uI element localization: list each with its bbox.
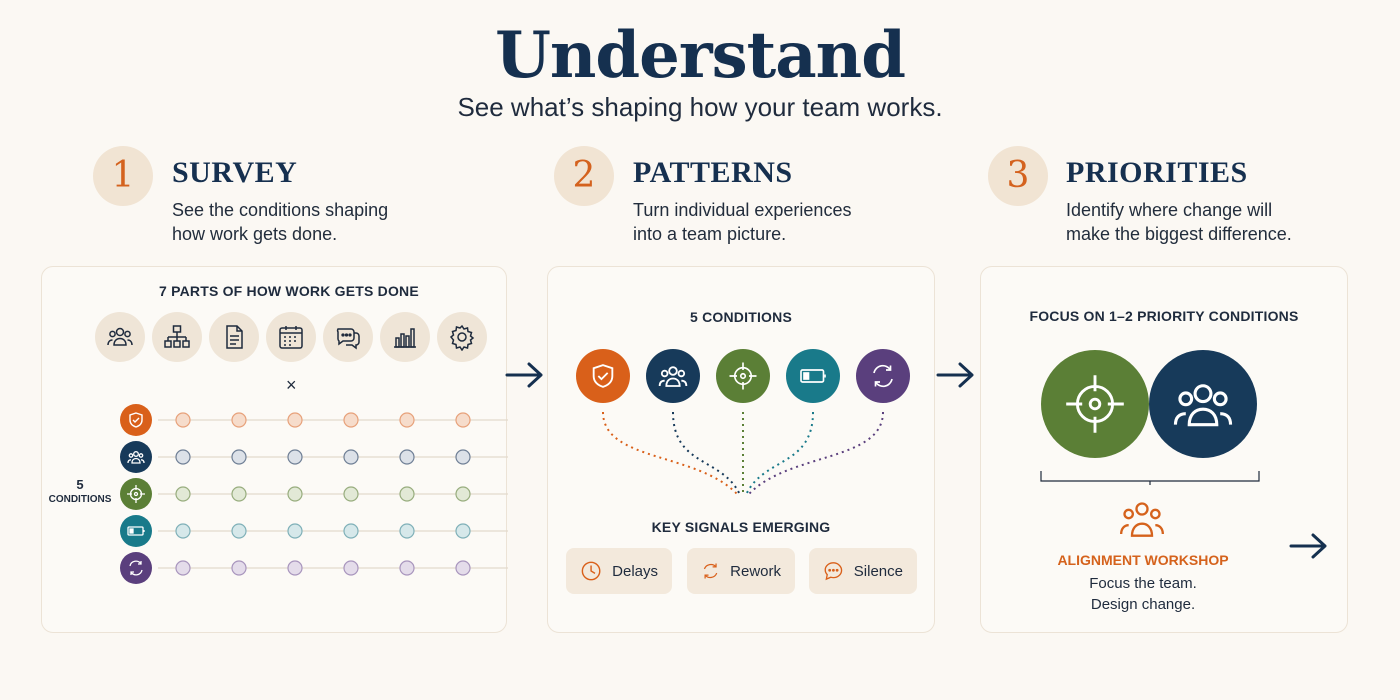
signal-label: Rework (730, 562, 781, 580)
target-icon (120, 478, 152, 510)
matrix-dot (175, 523, 191, 539)
patterns-panel-label: 5 CONDITIONS (690, 309, 792, 325)
condition-matrix (158, 412, 508, 576)
converging-lines (602, 411, 884, 496)
target-icon (716, 349, 770, 403)
step-3-description: Identify where change will make the bigg… (1066, 198, 1326, 246)
arrow-right-icon (505, 362, 543, 388)
target-icon (1041, 350, 1149, 458)
matrix-dot (287, 560, 303, 576)
matrix-dot (399, 560, 415, 576)
matrix-dot (287, 486, 303, 502)
matrix-dot (231, 486, 247, 502)
survey-panel-label: 7 PARTS OF HOW WORK GETS DONE (159, 283, 419, 299)
cycle-icon (120, 552, 152, 584)
step-1-description: See the conditions shaping how work gets… (172, 198, 432, 246)
matrix-dot (399, 449, 415, 465)
matrix-dot (175, 486, 191, 502)
document-icon (209, 312, 259, 362)
patterns-panel: 5 CONDITIONS KEY SIGNALS EMERGIN (547, 266, 935, 633)
battery-icon (786, 349, 840, 403)
priorities-panel: FOCUS ON 1–2 PRIORITY CONDITIONS ALIGNME… (980, 266, 1348, 633)
matrix-dot (455, 523, 471, 539)
matrix-dot (175, 560, 191, 576)
matrix-dot (343, 412, 359, 428)
step-2-number: 2 (554, 146, 614, 206)
arrow-right-icon (936, 362, 974, 388)
signal-silence: Silence (809, 548, 917, 594)
bracket (1040, 471, 1260, 485)
cycle-icon (856, 349, 910, 403)
matrix-dot (287, 523, 303, 539)
multiply-sign: × (286, 375, 297, 395)
matrix-dot (231, 449, 247, 465)
matrix-dot (343, 486, 359, 502)
matrix-dot (231, 560, 247, 576)
workshop-line: Focus the team. (1089, 575, 1197, 592)
signal-label: Silence (853, 562, 903, 580)
matrix-dot (231, 523, 247, 539)
page-title: Understand (495, 18, 906, 93)
matrix-dot (343, 560, 359, 576)
matrix-dot (399, 523, 415, 539)
step-2-desc-line: into a team picture. (633, 224, 787, 244)
team-icon (1149, 350, 1257, 458)
step-1-number: 1 (93, 146, 153, 206)
workshop-people-icon (1118, 499, 1166, 544)
signal-delays: Delays (566, 548, 672, 594)
speech-icon (824, 562, 843, 581)
conditions-side-label: CONDITIONS (48, 494, 112, 505)
org-chart-icon (152, 312, 202, 362)
matrix-dot (231, 412, 247, 428)
shield-icon (576, 349, 630, 403)
gear-icon (437, 312, 487, 362)
step-3-desc-line: Identify where change will (1066, 200, 1273, 220)
arrow-right-icon (1289, 533, 1327, 559)
step-1-desc-line: how work gets done. (172, 224, 338, 244)
step-2-desc-line: Turn individual experiences (633, 200, 852, 220)
workshop-title: ALIGNMENT WORKSHOP (1057, 552, 1229, 568)
team-icon (646, 349, 700, 403)
matrix-dot (343, 523, 359, 539)
step-3-number: 3 (988, 146, 1048, 206)
step-2-description: Turn individual experiences into a team … (633, 198, 893, 246)
bar-chart-icon (380, 312, 430, 362)
workshop-line: Design change. (1090, 596, 1196, 613)
step-3-desc-line: make the biggest difference. (1066, 224, 1292, 244)
clock-icon (581, 561, 601, 581)
matrix-dot (399, 486, 415, 502)
matrix-dot (455, 486, 471, 502)
survey-panel: 7 PARTS OF HOW WORK GETS DONE (41, 266, 508, 633)
workshop-description: Focus the team. Design change. (981, 573, 1305, 615)
matrix-dot (455, 560, 471, 576)
step-1-desc-line: See the conditions shaping (172, 200, 389, 220)
matrix-dot (175, 449, 191, 465)
battery-icon (120, 515, 152, 547)
matrix-dot (175, 412, 191, 428)
matrix-dot (343, 449, 359, 465)
conditions-count: 5 (76, 477, 84, 492)
matrix-dot (287, 449, 303, 465)
signal-rework: Rework (687, 548, 795, 594)
signals-label: KEY SIGNALS EMERGING (651, 519, 831, 535)
step-2-title: PATTERNS (633, 156, 793, 189)
step-3-title: PRIORITIES (1066, 156, 1248, 189)
signal-label: Delays (612, 562, 658, 580)
team-icon (120, 441, 152, 473)
chat-icon (323, 312, 373, 362)
matrix-dot (455, 449, 471, 465)
step-1-title: SURVEY (172, 156, 298, 189)
shield-icon (120, 404, 152, 436)
matrix-dot (399, 412, 415, 428)
priorities-panel-label: FOCUS ON 1–2 PRIORITY CONDITIONS (1029, 308, 1299, 324)
page-subtitle: See what’s shaping how your team works. (457, 92, 943, 122)
matrix-dot (287, 412, 303, 428)
people-icon (95, 312, 145, 362)
matrix-dot (455, 412, 471, 428)
calendar-icon (266, 312, 316, 362)
rework-icon (703, 563, 718, 579)
